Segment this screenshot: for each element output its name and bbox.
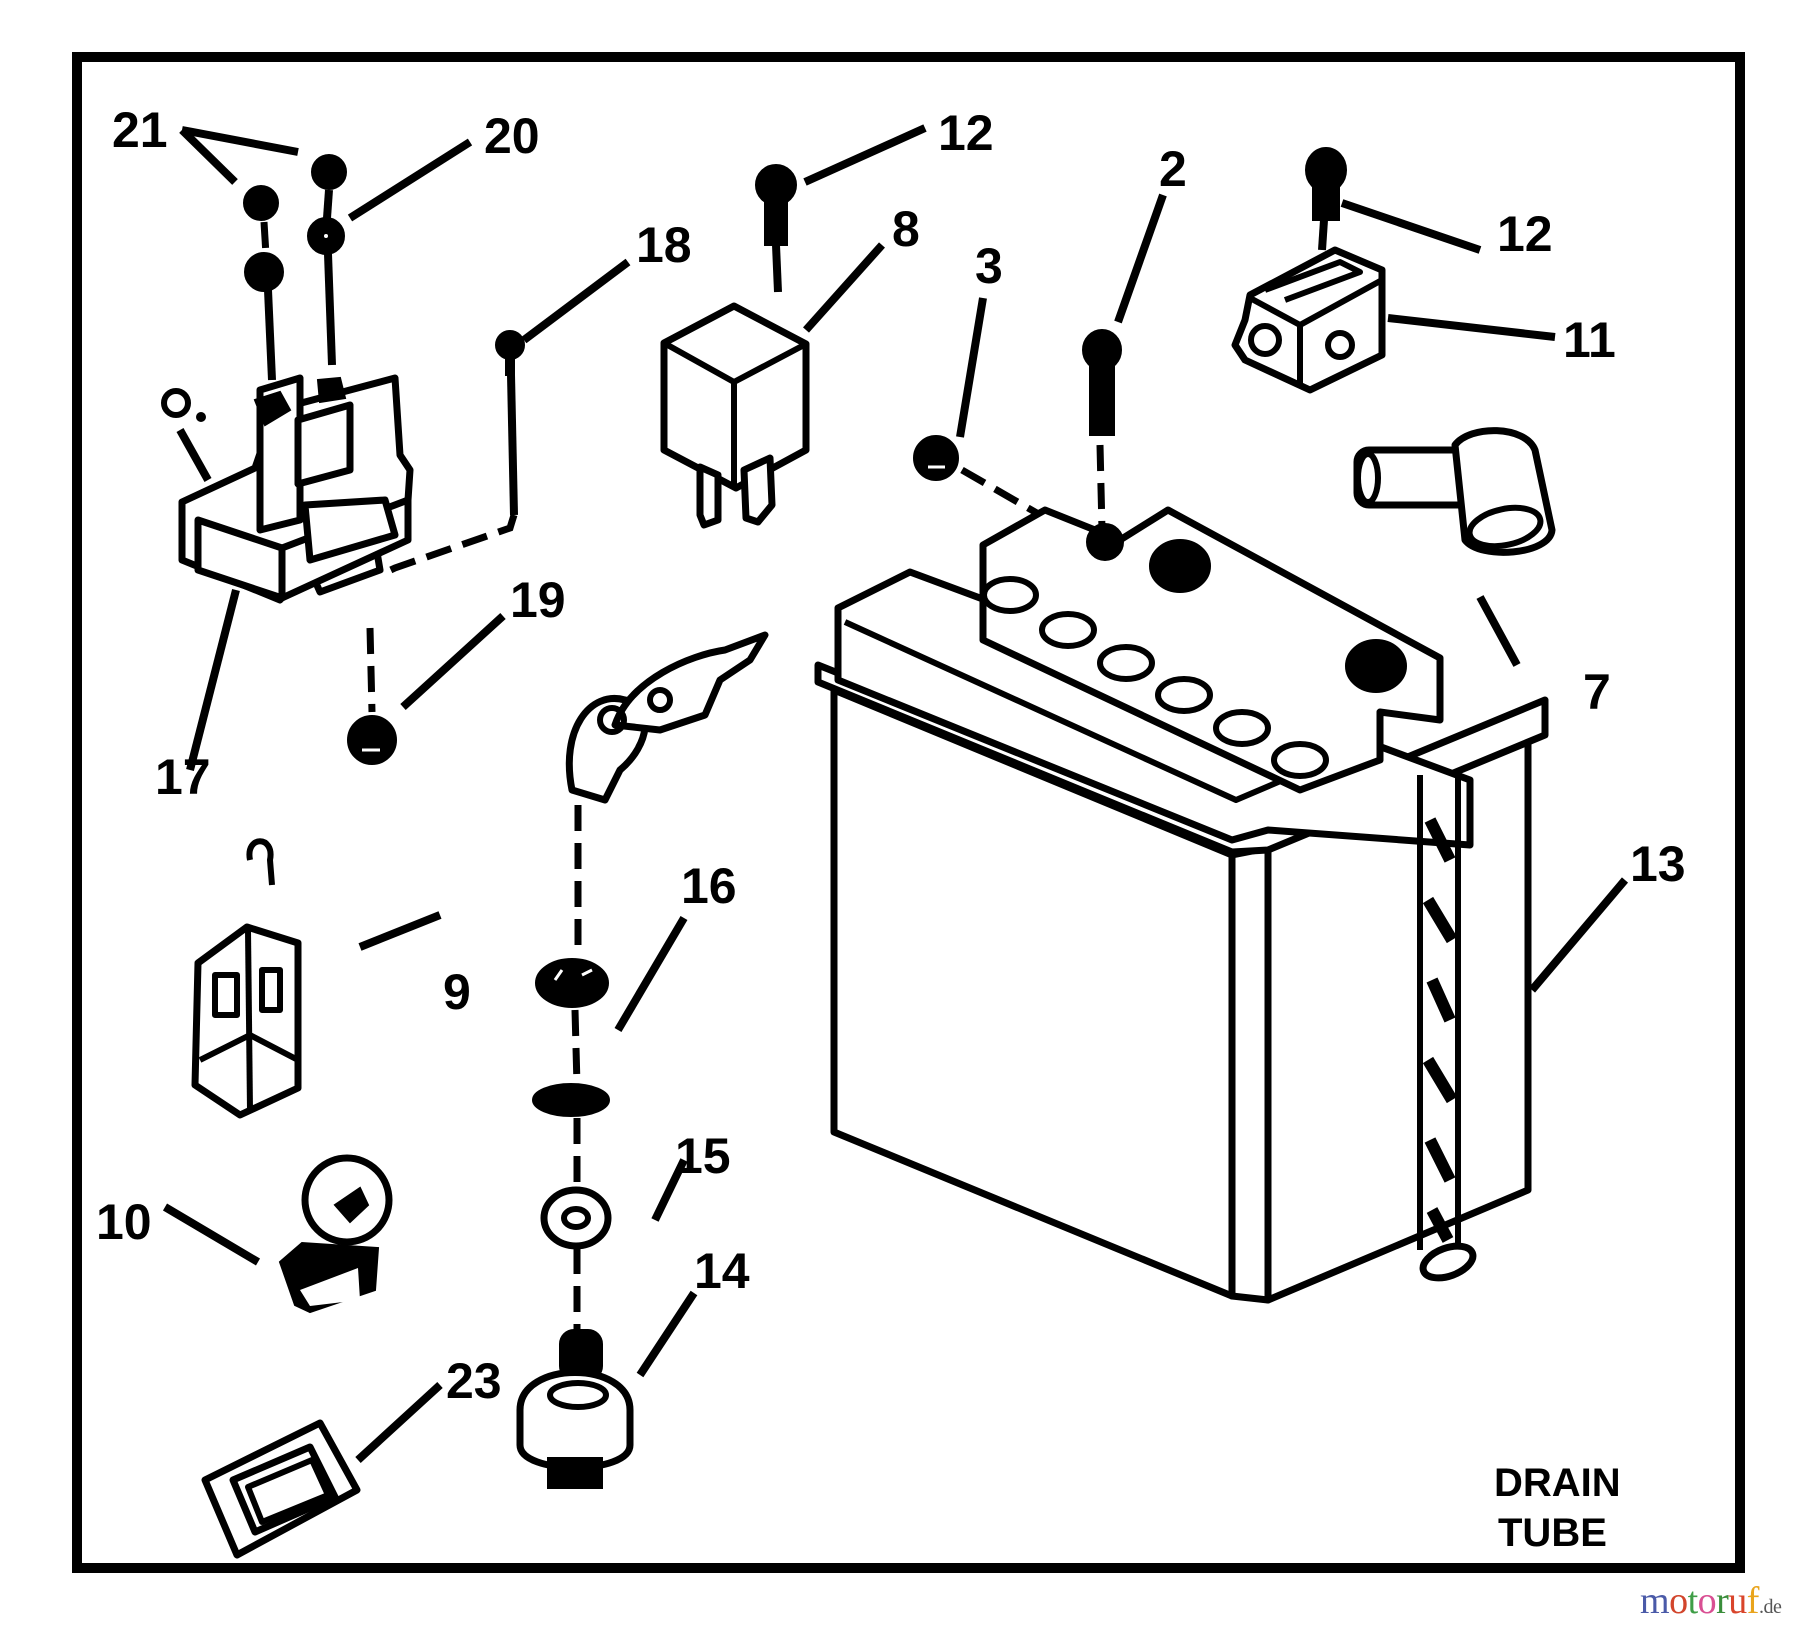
part-12-screw-left	[755, 164, 797, 293]
callout-15: 15	[675, 1128, 731, 1184]
ignition-key	[565, 631, 769, 955]
part-7-elbow	[1353, 427, 1556, 556]
watermark-letter: o	[1697, 1580, 1717, 1622]
callout-23: 23	[446, 1353, 502, 1409]
callout-3: 3	[975, 238, 1003, 294]
callout-7: 7	[1583, 664, 1611, 720]
callout-9: 9	[443, 964, 471, 1020]
watermark-logo: motoruf.de	[1640, 1580, 1782, 1622]
callout-17: 17	[155, 749, 211, 805]
callout-12-left: 12	[938, 105, 994, 161]
part-19-nut	[347, 627, 397, 765]
part-14-ignition-switch	[516, 1329, 634, 1489]
callout-20: 20	[484, 108, 540, 164]
callout-13: 13	[1630, 836, 1686, 892]
watermark-letter: o	[1669, 1580, 1688, 1622]
part-16-nut	[535, 958, 609, 1086]
drain-tube-label-line1: DRAIN	[1494, 1461, 1621, 1505]
part-8-relay	[660, 302, 810, 529]
watermark-letter: m	[1640, 1580, 1670, 1622]
leader-lines	[162, 124, 1629, 1463]
callout-14: 14	[694, 1243, 750, 1299]
part-3-nut	[913, 435, 1077, 539]
drain-tube-label-line2: TUBE	[1498, 1511, 1607, 1555]
part-9-connector	[191, 838, 302, 1119]
callout-labels: 21 20 18 17 19 12 8 3 2 12 11 7 13 9 16 …	[96, 102, 1686, 1555]
watermark-tld: .de	[1758, 1596, 1782, 1618]
callout-16: 16	[681, 858, 737, 914]
callout-12-right: 12	[1497, 206, 1553, 262]
callout-8: 8	[892, 201, 920, 257]
callout-10: 10	[96, 1194, 152, 1250]
part-2-bolt	[1082, 329, 1122, 531]
part-21-nuts	[243, 185, 284, 381]
part-10-switch	[278, 1154, 393, 1314]
watermark-letter: u	[1728, 1580, 1747, 1622]
part-17-solenoid	[161, 374, 414, 604]
watermark-letter: f	[1746, 1580, 1760, 1622]
part-20-washers	[307, 154, 347, 366]
part-18-screw	[378, 330, 525, 579]
callout-21: 21	[112, 102, 168, 158]
part-15-washers	[532, 1083, 612, 1330]
watermark-letter: t	[1687, 1580, 1699, 1622]
part-11-terminal-block	[1231, 246, 1386, 394]
callout-19: 19	[510, 572, 566, 628]
part-23-bezel	[201, 1419, 361, 1559]
callout-18: 18	[636, 217, 692, 273]
part-12-screw-right	[1305, 147, 1347, 251]
callout-2: 2	[1159, 141, 1187, 197]
callout-11: 11	[1563, 312, 1616, 368]
watermark-letter: r	[1716, 1580, 1729, 1622]
part-13-battery	[814, 506, 1549, 1304]
